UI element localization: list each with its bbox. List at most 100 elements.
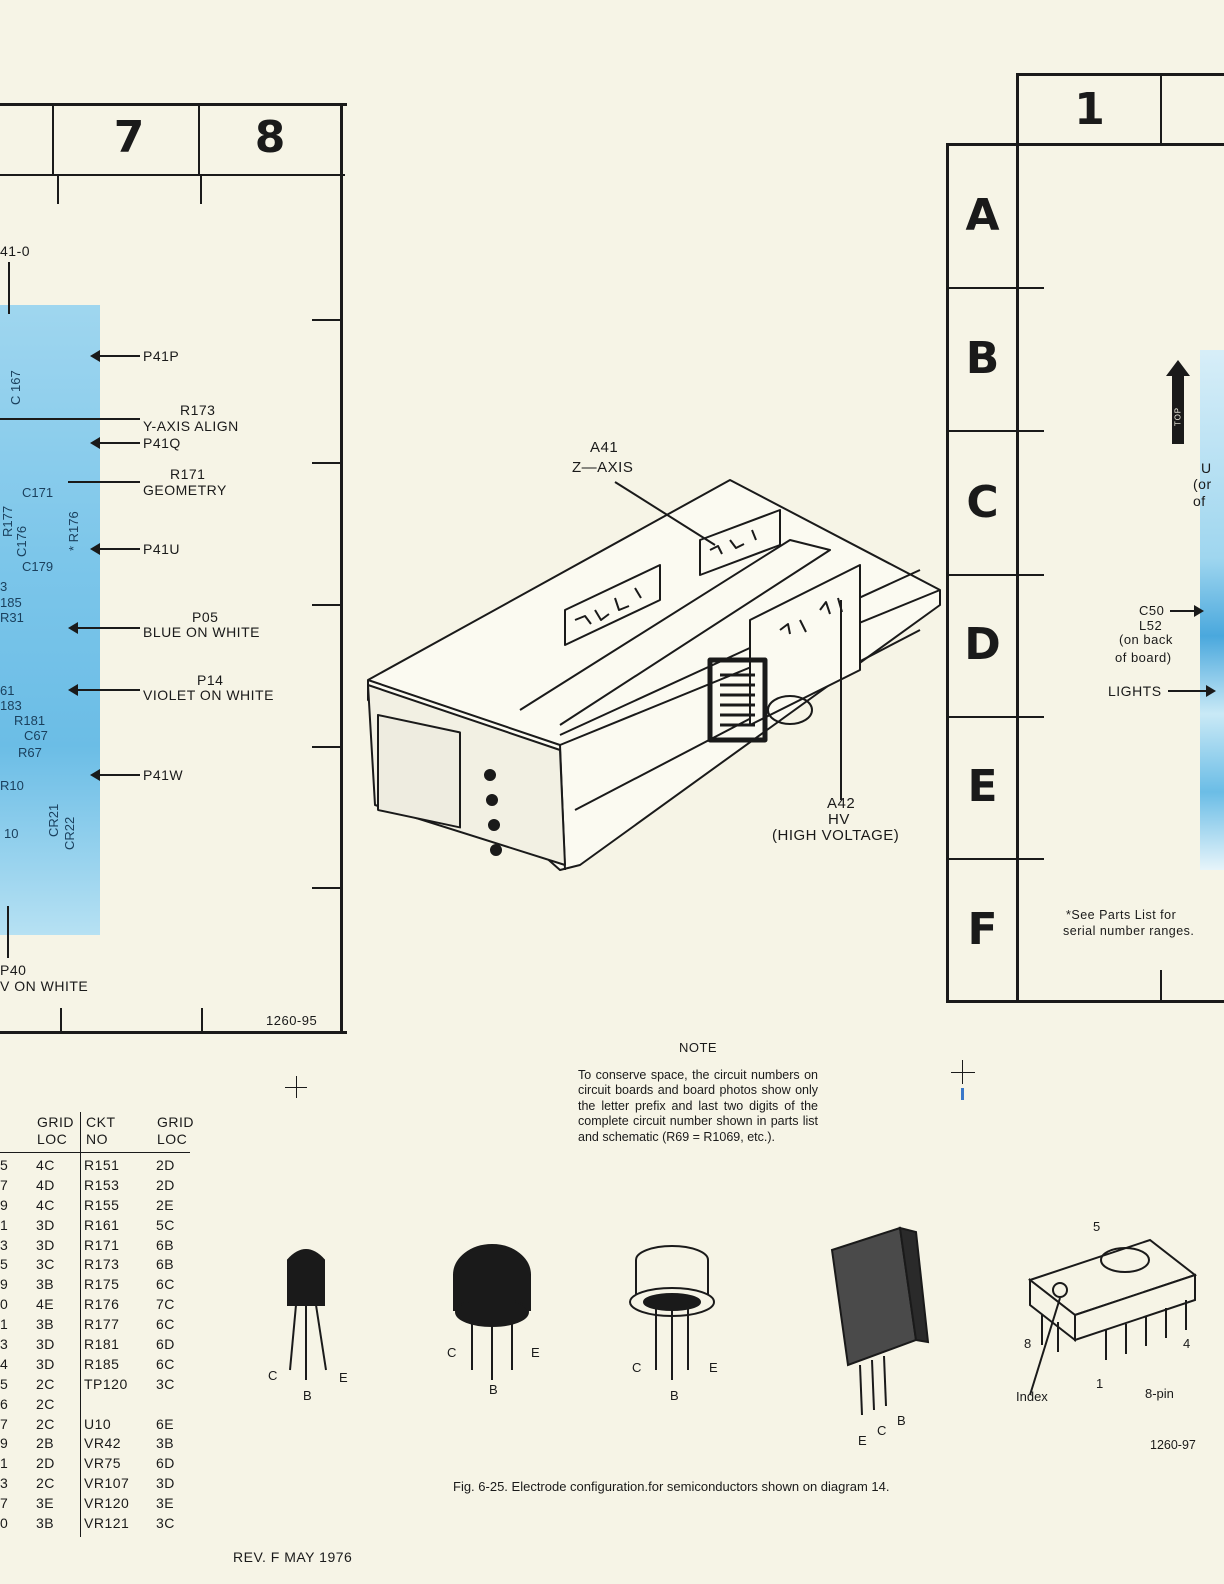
panel-right-border: [340, 103, 343, 1033]
photo-label: 3: [0, 579, 8, 594]
photo-label: * R176: [66, 511, 81, 551]
row-divider: [946, 716, 1044, 718]
label-violet-on-white: VIOLET ON WHITE: [143, 687, 274, 703]
cell-grid-loc: 3C: [156, 1375, 175, 1392]
top-tag-label: TOP: [1173, 406, 1183, 427]
cell-grid-loc: 4C: [36, 1196, 55, 1213]
cell-ckt-no: R155: [84, 1196, 120, 1213]
leader-line: [0, 418, 140, 420]
ic-pin-5: 5: [1093, 1219, 1101, 1234]
cell-prefix: 6: [0, 1395, 9, 1412]
leader-arrow: [1168, 685, 1216, 697]
pin-label-e: E: [339, 1370, 348, 1385]
leader-arrow: [1170, 605, 1204, 617]
label-p40: P40: [0, 962, 27, 978]
cell-ckt-no: R175: [84, 1276, 120, 1293]
photo-label: 10: [4, 826, 19, 841]
label-high-voltage: (HIGH VOLTAGE): [772, 827, 900, 844]
cell-grid-loc: 4C: [36, 1157, 55, 1173]
row-divider: [946, 430, 1044, 432]
photo-label: R10: [0, 778, 24, 793]
row-divider: [946, 858, 1044, 860]
pin-label-c: C: [447, 1345, 457, 1360]
revision-footer: REV. F MAY 1976: [233, 1549, 353, 1565]
pin-label-e: E: [858, 1433, 867, 1448]
cell-grid-loc: 2D: [36, 1455, 55, 1472]
label-on-back: (on back: [1119, 632, 1173, 647]
label-hv: HV: [828, 811, 850, 828]
cell-prefix: 3: [0, 1475, 9, 1492]
cell-ckt-no: R177: [84, 1316, 120, 1333]
semiconductor-packages-drawing: [287, 1226, 1198, 1416]
panel-top-border: [1016, 73, 1224, 76]
cell-grid-loc: 4E: [36, 1296, 55, 1313]
row-header-divider: [1016, 73, 1019, 1003]
circuit-board-photo: C 167 C171 R177 C176 * R176 C179 3 185 R…: [0, 305, 100, 935]
panel-header-divider: [0, 174, 345, 176]
cell-grid-loc: 6D: [156, 1336, 175, 1353]
label-p41u: P41U: [143, 541, 181, 557]
cell-grid-loc: 3B: [36, 1515, 55, 1532]
pin-label-b: B: [303, 1388, 312, 1403]
ic-pin-4: 4: [1183, 1336, 1191, 1351]
grid-column-8: 8: [254, 112, 286, 163]
grid-row-e: E: [967, 761, 998, 812]
col-divider: [52, 103, 54, 176]
photo-label: R67: [18, 745, 42, 760]
photo-label: 61: [0, 683, 15, 698]
pin-label-c: C: [632, 1360, 642, 1375]
cell-ckt-no: R185: [84, 1355, 120, 1372]
leader-line: [7, 906, 9, 958]
cell-grid-loc: 3C: [36, 1256, 55, 1273]
label-of-board: of board): [1115, 650, 1172, 665]
figure-number: 1260-95: [266, 1013, 318, 1028]
photo-label: CR21: [46, 803, 61, 837]
tick: [57, 176, 59, 204]
cell-prefix: 0: [0, 1515, 9, 1532]
pin-label-c: C: [268, 1368, 278, 1383]
cell-grid-loc: 2D: [156, 1176, 175, 1193]
note-text: To conserve space, the circuit numbers o…: [578, 1067, 818, 1144]
pin-label-b: B: [897, 1413, 906, 1428]
grid-row-d: D: [964, 619, 1001, 670]
cell-grid-loc: 3D: [36, 1336, 55, 1353]
tick: [201, 1008, 203, 1032]
cell-prefix: 0: [0, 1296, 9, 1313]
col-divider: [198, 103, 200, 176]
label-p05: P05: [192, 609, 219, 625]
label-z-axis: Z—AXIS: [572, 459, 634, 476]
cell-prefix: 5: [0, 1157, 9, 1173]
partial-text: U: [1201, 460, 1212, 476]
ic-index-label: Index: [1016, 1389, 1048, 1404]
label-a41: A41: [590, 439, 619, 456]
cell-prefix: 7: [0, 1415, 9, 1432]
photo-label: C67: [24, 728, 48, 743]
label-y-axis-align: Y-AXIS ALIGN: [143, 418, 239, 434]
leader-arrow: [90, 437, 140, 449]
table-header-rule: [0, 1152, 190, 1153]
grid-row-b: B: [965, 333, 1000, 384]
photo-label: R31: [0, 610, 24, 625]
photo-label: CR22: [62, 816, 77, 850]
panel-bottom-border: [946, 1000, 1224, 1003]
photo-label: C179: [22, 559, 54, 574]
registration-mark: [962, 1060, 963, 1084]
label-lights: LIGHTS: [1108, 683, 1162, 699]
cell-prefix: 1: [0, 1455, 9, 1472]
photo-label: 183: [0, 698, 22, 713]
cell-grid-loc: 2E: [156, 1196, 175, 1213]
grid-row-a: A: [965, 190, 1000, 241]
cell-grid-loc: 6C: [156, 1316, 175, 1333]
label-c50: C50: [1139, 603, 1165, 618]
label-p41p: P41P: [143, 348, 180, 364]
